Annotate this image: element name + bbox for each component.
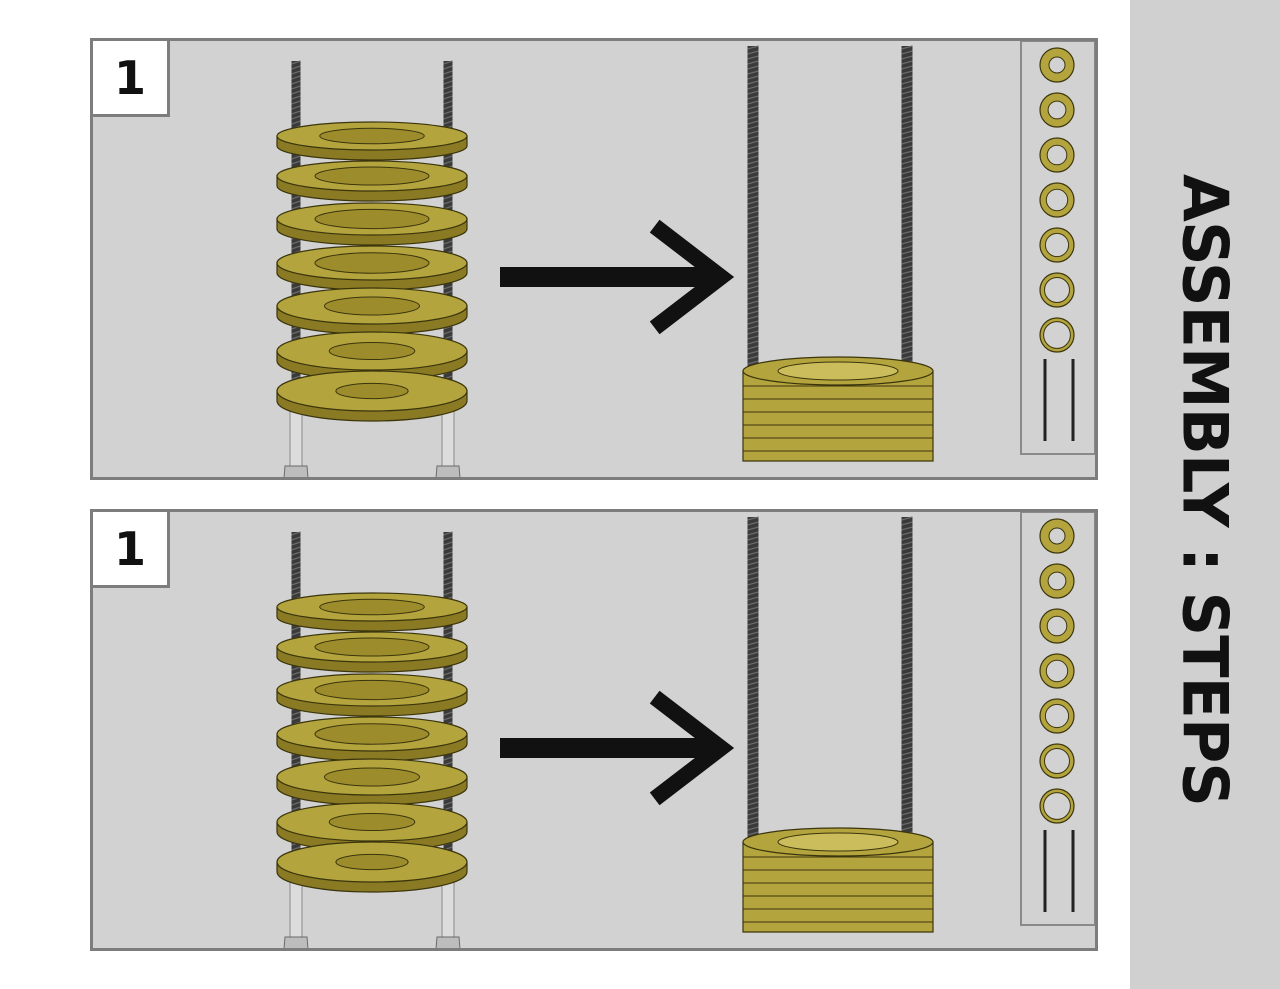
ring-hole bbox=[314, 252, 430, 274]
step-number: 1 bbox=[90, 38, 170, 117]
part-ring-hole bbox=[1046, 144, 1068, 166]
ring-hole bbox=[319, 127, 425, 145]
ring-hole bbox=[314, 679, 430, 701]
sidebar-title: ASSEMBLY : STEPS bbox=[1168, 174, 1242, 806]
part-ring-hole bbox=[1047, 100, 1067, 120]
sidebar bbox=[1130, 0, 1280, 989]
ring-stack-hole bbox=[777, 361, 899, 381]
parts-strip bbox=[1020, 41, 1095, 455]
part-ring-hole bbox=[1044, 232, 1070, 258]
part-ring-hole bbox=[1045, 659, 1069, 683]
part-ring-hole bbox=[1048, 56, 1066, 74]
ring-hole bbox=[324, 767, 420, 787]
arrow-head bbox=[649, 690, 735, 806]
ring-hole bbox=[335, 382, 409, 400]
ring-hole bbox=[314, 723, 430, 745]
hex-nut bbox=[283, 465, 309, 477]
part-ring-hole bbox=[1043, 321, 1071, 349]
threaded-rod bbox=[901, 46, 913, 371]
ring-hole bbox=[314, 166, 430, 186]
hex-nut bbox=[435, 465, 461, 477]
step-panel: 1 bbox=[90, 509, 1098, 951]
ring-hole bbox=[319, 598, 425, 616]
part-ring-hole bbox=[1044, 277, 1070, 303]
threaded-rod bbox=[747, 517, 759, 842]
ring-stack-hole bbox=[777, 832, 899, 852]
ring-hole bbox=[328, 812, 416, 832]
part-ring-hole bbox=[1044, 748, 1070, 774]
part-ring-hole bbox=[1047, 571, 1067, 591]
arrow-head bbox=[649, 219, 735, 335]
assembly-illustration bbox=[276, 41, 1095, 477]
ring-hole bbox=[335, 853, 409, 871]
arrow-shaft bbox=[500, 738, 715, 758]
hex-nut bbox=[435, 936, 461, 948]
ring-hole bbox=[314, 637, 430, 657]
part-ring-hole bbox=[1045, 188, 1069, 212]
assembly-illustration bbox=[276, 512, 1095, 948]
part-ring-hole bbox=[1044, 703, 1070, 729]
part-ring-hole bbox=[1046, 615, 1068, 637]
ring-hole bbox=[324, 296, 420, 316]
step-number: 1 bbox=[90, 509, 170, 588]
ring-hole bbox=[314, 208, 430, 230]
step-panel: 1 bbox=[90, 38, 1098, 480]
part-ring-hole bbox=[1048, 527, 1066, 545]
arrow-shaft bbox=[500, 267, 715, 287]
parts-strip bbox=[1020, 512, 1095, 926]
ring-hole bbox=[328, 341, 416, 361]
threaded-rod bbox=[901, 517, 913, 842]
hex-nut bbox=[283, 936, 309, 948]
threaded-rod bbox=[747, 46, 759, 371]
part-ring-hole bbox=[1043, 792, 1071, 820]
